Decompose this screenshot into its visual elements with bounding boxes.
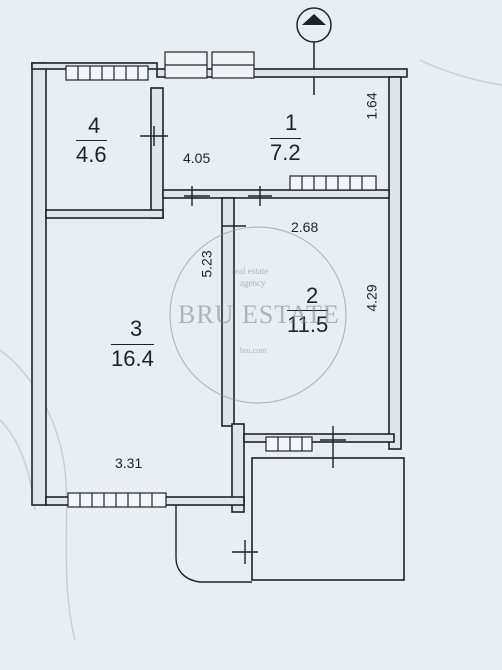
north-arrow-icon — [296, 7, 332, 95]
dimension-1-64: 1.64 — [363, 92, 380, 120]
watermark-tag-top-2: agency — [240, 278, 266, 288]
door-marks — [140, 126, 346, 583]
room-4-number: 4 — [88, 113, 101, 138]
room-3-area: 16.4 — [111, 344, 154, 371]
room-3-number: 3 — [130, 316, 143, 341]
room-1-area: 7.2 — [270, 138, 301, 165]
room-4-area: 4.6 — [76, 140, 107, 167]
watermark-logo — [169, 226, 347, 404]
dimension-2-68: 2.68 — [291, 219, 319, 235]
dimension-4-05: 4.05 — [183, 150, 211, 166]
room-2-number: 2 — [306, 283, 319, 308]
kitchen-appliances — [164, 51, 255, 79]
dimension-3-31: 3.31 — [115, 455, 143, 471]
watermark-tag-bottom: bru.com — [240, 346, 267, 355]
dimension-4-29: 4.29 — [363, 284, 380, 312]
room-2-area: 11.5 — [287, 310, 329, 337]
dimension-5-23: 5.23 — [198, 250, 215, 278]
windows — [65, 65, 377, 508]
watermark-brand: BRU ESTATE — [178, 300, 340, 329]
room-1-number: 1 — [285, 110, 298, 135]
watermark-tag-top-1: real estate — [232, 266, 269, 276]
